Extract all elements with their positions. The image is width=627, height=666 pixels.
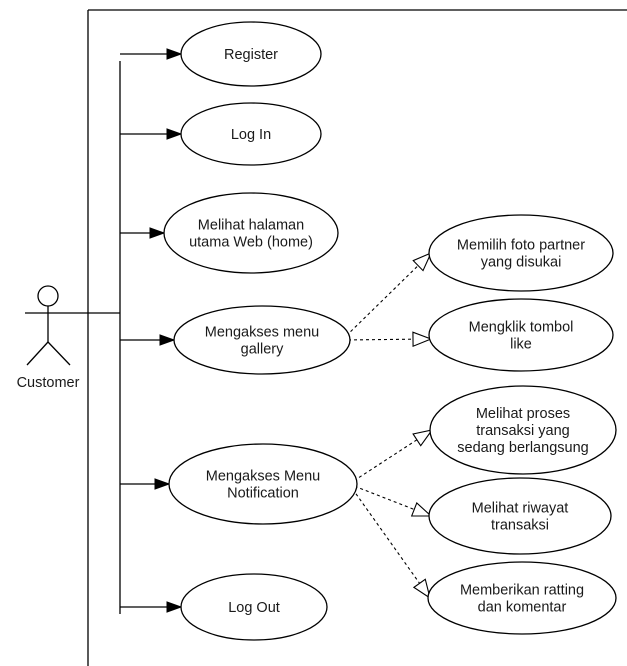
dependency-notification-to-proses-transaksi xyxy=(348,429,434,485)
dependency-notification-to-rating xyxy=(348,483,431,600)
association-logout xyxy=(120,601,183,613)
use-case-ellipse xyxy=(427,561,617,635)
use-case-label: transaksi yang xyxy=(476,423,570,439)
stick-figure-actor-icon xyxy=(25,285,71,366)
use-case-label: Notification xyxy=(227,486,299,502)
use-case-label: Mengakses menu xyxy=(205,325,319,341)
association-lines xyxy=(71,48,183,614)
use-case-ellipse xyxy=(429,385,617,475)
use-case-ellipse xyxy=(163,192,339,274)
use-case-label: Melihat riwayat xyxy=(472,501,569,517)
dependency-notification-to-riwayat xyxy=(348,483,433,517)
actor-name: Customer xyxy=(17,375,80,391)
use-case-label: Melihat proses xyxy=(476,406,570,422)
use-case-label: sedang berlangsung xyxy=(457,440,588,456)
dependency-gallery-to-like xyxy=(341,331,433,348)
dependency-gallery-to-pilih-foto xyxy=(341,251,433,341)
association-register xyxy=(120,48,183,60)
association-home xyxy=(120,227,166,239)
dependency-lines xyxy=(341,251,434,600)
use-case-label: Mengakses Menu xyxy=(206,469,320,485)
use-case-ellipse xyxy=(180,21,322,87)
use-case-logout: Log Out xyxy=(180,573,328,641)
use-case-label: transaksi xyxy=(491,518,549,534)
use-case-login: Log In xyxy=(180,102,322,166)
association-notification xyxy=(120,478,171,490)
use-case-label: Memilih foto partner xyxy=(457,238,585,254)
use-case-register: Register xyxy=(180,21,322,87)
association-login xyxy=(120,128,183,140)
use-case-label: dan komentar xyxy=(478,600,567,616)
use-case-ellipse xyxy=(428,298,614,372)
use-case-label: gallery xyxy=(241,342,284,358)
actor-customer: Customer xyxy=(17,285,80,391)
use-case-label: Melihat halaman xyxy=(198,218,304,234)
use-case-label: Mengklik tombol xyxy=(469,320,574,336)
use-case-ellipse xyxy=(168,443,358,525)
use-case-ellipse xyxy=(428,477,612,555)
association-gallery xyxy=(120,334,176,346)
system-boundary xyxy=(87,9,627,666)
use-case-label: like xyxy=(510,337,532,353)
use-case-label: yang disukai xyxy=(481,255,562,271)
use-case-ellipse xyxy=(180,573,328,641)
use-case-ellipse xyxy=(173,305,351,375)
use-case-label: utama Web (home) xyxy=(189,235,313,251)
use-case-label: Register xyxy=(224,47,278,63)
use-case-label: Memberikan ratting xyxy=(460,583,584,599)
use-case-label: Log In xyxy=(231,127,271,143)
use-case-ellipse xyxy=(180,102,322,166)
use-case-ellipse xyxy=(428,214,614,292)
use-case-label: Log Out xyxy=(228,600,280,616)
